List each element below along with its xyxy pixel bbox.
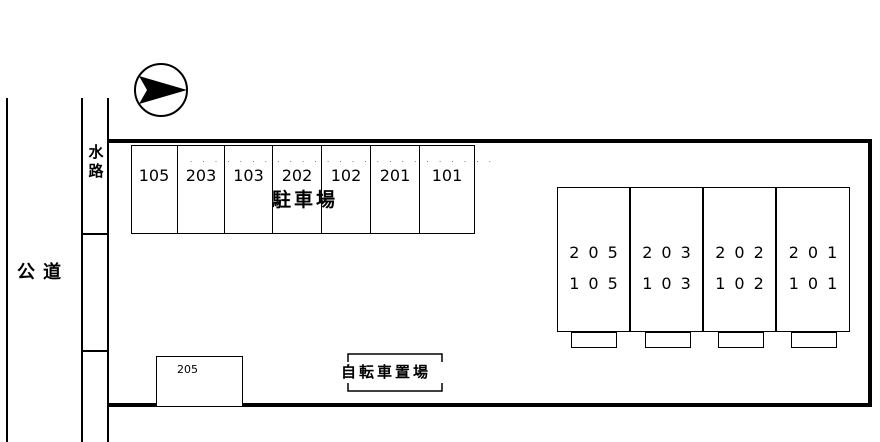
storage-shed: 205 (156, 356, 243, 406)
entrance-step (645, 332, 691, 348)
parking-slot: 103 (224, 146, 272, 233)
apartment-unit-block: 203 103 (630, 187, 703, 332)
bicycle-parking-label: 自転車置場 (341, 363, 432, 381)
unit-lower-number: 101 (788, 274, 847, 293)
parking-area-title: 駐車場 (272, 189, 339, 211)
unit-lower-number: 103 (642, 274, 700, 293)
unit-lower-number: 105 (569, 274, 627, 293)
lot-boundary (109, 139, 872, 407)
parking-dots-decoration: · · · · · · · · · · · · · · · · · · · · … (190, 158, 496, 166)
road-edge-left (6, 98, 8, 442)
compass-arrow-icon (134, 63, 188, 117)
parking-slot-label: 201 (379, 166, 411, 185)
parking-slot: 101 (419, 146, 474, 233)
waterway-label-char-1: 水 (88, 143, 104, 161)
bicycle-parking-bracket (347, 353, 443, 392)
parking-slot: 202 (272, 146, 321, 233)
parking-slot: 105 (131, 146, 178, 233)
waterway-divider-1 (81, 233, 109, 235)
parking-slot: 201 (370, 146, 419, 233)
entrance-step (718, 332, 764, 348)
parking-slot-label: 105 (138, 166, 170, 185)
waterway-label: 水 路 (86, 143, 106, 181)
public-road-label: 公道 (17, 262, 69, 283)
apartment-unit-block: 205 105 (557, 187, 630, 332)
waterway-edge (107, 98, 109, 442)
parking-slot-label: 202 (281, 166, 313, 185)
apartment-unit-block: 201 101 (776, 187, 850, 332)
waterway-label-char-2: 路 (88, 162, 104, 180)
parking-slot-label: 203 (185, 166, 217, 185)
parking-slot-label: 103 (233, 166, 264, 185)
storage-shed-label: 205 (177, 363, 198, 376)
parking-area: 105 203 103 202 102 201 101 (131, 145, 475, 234)
parking-slot-label: 101 (431, 166, 463, 185)
entrance-step (571, 332, 617, 348)
road-edge-right (81, 98, 83, 442)
parking-slot: 102 (321, 146, 370, 233)
parking-slot-label: 102 (330, 166, 362, 185)
entrance-step (791, 332, 837, 348)
waterway-divider-2 (81, 350, 109, 352)
unit-upper-number: 201 (788, 243, 847, 262)
unit-upper-number: 203 (642, 243, 700, 262)
unit-lower-number: 102 (715, 274, 773, 293)
unit-upper-number: 202 (715, 243, 773, 262)
unit-upper-number: 205 (569, 243, 627, 262)
parking-slot: 203 (177, 146, 224, 233)
apartment-unit-block: 202 102 (703, 187, 776, 332)
